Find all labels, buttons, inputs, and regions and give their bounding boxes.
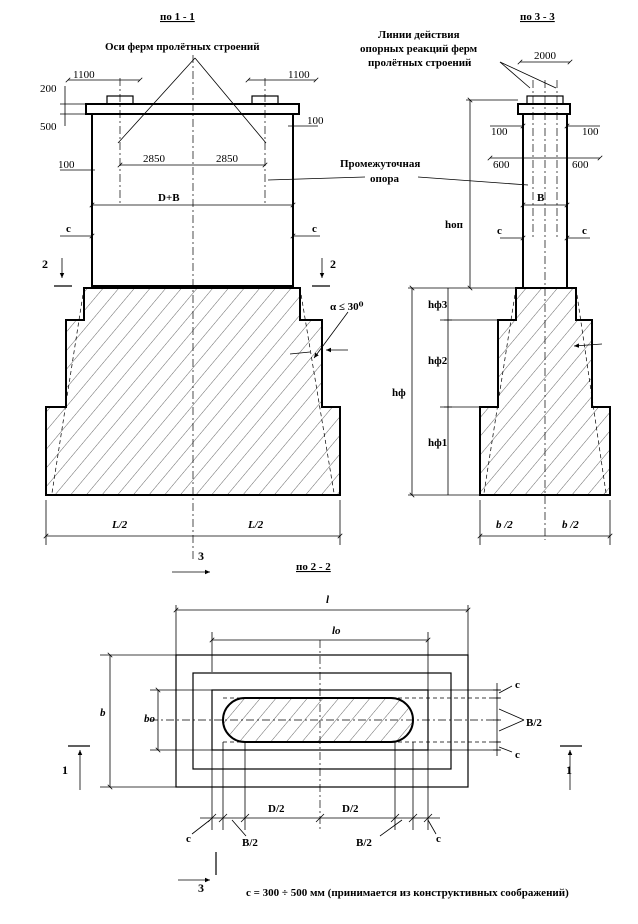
cut1-right: 1 xyxy=(566,763,572,777)
h-f3-label: hф3 xyxy=(428,299,448,311)
truss-leader-left xyxy=(117,57,196,144)
cut3-bottom: 3 xyxy=(198,881,204,895)
D2-right: D/2 xyxy=(342,803,359,815)
b2-right: b /2 xyxy=(562,519,579,531)
dim-b0: bо xyxy=(144,713,156,725)
footnote: с = 300 ÷ 500 мм (принимается из констру… xyxy=(246,887,569,899)
dim-1100-right: 1100 xyxy=(288,69,310,81)
truss-axes-label: Оси ферм пролётных строений xyxy=(105,41,260,53)
cap-33 xyxy=(517,103,571,115)
c-right-bottom: с xyxy=(515,749,520,761)
dim-600-left: 600 xyxy=(493,159,510,171)
c-left-33: с xyxy=(497,225,502,237)
c-bottom-left: с xyxy=(186,833,191,845)
alpha-label: α ≤ 30⁰ xyxy=(330,301,364,313)
c-bottom-right: с xyxy=(436,833,441,845)
B2-bottom-right: B/2 xyxy=(356,837,372,849)
L2-right: L/2 xyxy=(247,519,264,531)
cut3-top: 3 xyxy=(198,549,204,563)
foundation-33 xyxy=(479,287,611,496)
B2-bottom-left: B/2 xyxy=(242,837,258,849)
dim-2850-right: 2850 xyxy=(216,153,239,165)
c-right-11: с xyxy=(312,223,317,235)
h-f2-label: hф2 xyxy=(428,355,448,367)
reaction-label-1: Линии действия xyxy=(378,29,460,41)
section-2-2-title: по 2 - 2 xyxy=(296,561,331,573)
plan-outer-step xyxy=(175,654,469,788)
dim-600-right: 600 xyxy=(572,159,589,171)
dim-l0: lо xyxy=(332,625,341,637)
truss-leader-right xyxy=(194,57,267,144)
dim-100-right-33: 100 xyxy=(582,126,599,138)
D2-left: D/2 xyxy=(268,803,285,815)
dim-D-plus-B: D+B xyxy=(158,192,180,204)
dim-500: 500 xyxy=(40,121,57,133)
foundation-body xyxy=(45,287,341,496)
dim-1100-left: 1100 xyxy=(73,69,95,81)
cut2-right: 2 xyxy=(330,257,336,271)
pier-label-line1: Промежуточная xyxy=(340,158,420,170)
dim-100-left-33: 100 xyxy=(491,126,508,138)
pier-label-line2: опора xyxy=(370,173,399,185)
dim-B: B xyxy=(537,192,545,204)
section-3-3: по 3 - 3 Линии действия опорных реакций … xyxy=(360,11,613,545)
dim-100-left: 100 xyxy=(58,159,75,171)
section-1-1: по 1 - 1 Оси ферм пролётных строений 110… xyxy=(40,11,529,575)
section-1-1-title: по 1 - 1 xyxy=(160,11,195,23)
L2-left: L/2 xyxy=(111,519,128,531)
h-f-label: hф xyxy=(392,387,406,399)
B2-right-label: B/2 xyxy=(526,717,542,729)
section-3-3-title: по 3 - 3 xyxy=(520,11,555,23)
dim-l: l xyxy=(326,594,330,606)
c-right-top: с xyxy=(515,679,520,691)
h-f1-label: hф1 xyxy=(428,437,447,449)
plan-middle-step xyxy=(192,672,452,770)
reaction-label-2: опорных реакций ферм xyxy=(360,43,478,55)
dim-2850-left: 2850 xyxy=(143,153,166,165)
dim-100-right: 100 xyxy=(307,115,324,127)
pier-cap xyxy=(85,103,300,115)
h-op-label: hоп xyxy=(445,219,464,231)
b2-left: b /2 xyxy=(496,519,513,531)
pier-column xyxy=(91,114,294,287)
c-right-33: с xyxy=(582,225,587,237)
section-2-2: по 2 - 2 l lо b bо xyxy=(62,561,582,895)
dim-b: b xyxy=(100,707,106,719)
dim-2000: 2000 xyxy=(534,50,557,62)
cut2-left: 2 xyxy=(42,257,48,271)
cut1-left: 1 xyxy=(62,763,68,777)
dim-200: 200 xyxy=(40,83,57,95)
c-left-11: с xyxy=(66,223,71,235)
reaction-label-3: пролётных строений xyxy=(368,57,472,69)
